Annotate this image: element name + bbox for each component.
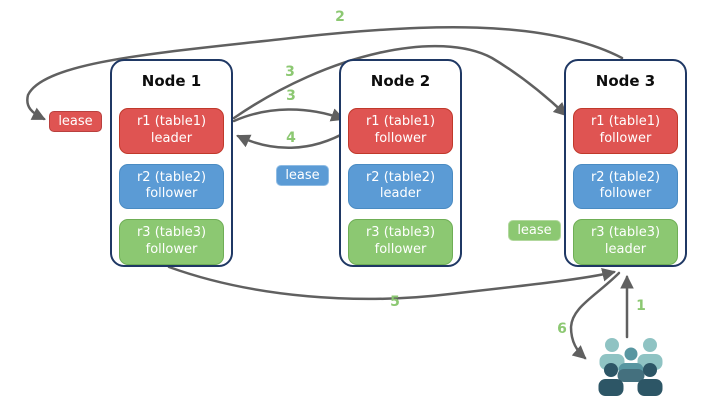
replica-name: r2 (table2)	[365, 169, 436, 185]
replica-node1-r2: r2 (table2) follower	[119, 163, 224, 210]
replica-name: r2 (table2)	[590, 169, 661, 185]
replica-name: r1 (table1)	[365, 113, 436, 129]
step-label-4: 4	[286, 130, 296, 146]
node-title: Node 3	[595, 72, 656, 90]
lease-badge-table1: lease	[49, 111, 102, 132]
lease-badge-table3: lease	[508, 220, 561, 241]
replica-name: r3 (table3)	[590, 225, 661, 241]
step-label-6: 6	[557, 321, 567, 337]
replica-name: r1 (table1)	[590, 113, 661, 129]
replica-node3-r2: r2 (table2) follower	[573, 163, 678, 210]
arrow-step-6-node3-to-users	[569, 271, 621, 360]
replica-node3-r3: r3 (table3) leader	[573, 219, 678, 265]
arrow-step-3-leader-to-node2	[232, 108, 345, 123]
node-title: Node 1	[141, 72, 202, 90]
replica-node2-r2: r2 (table2) leader	[348, 163, 453, 210]
replica-node1-r3: r3 (table3) follower	[119, 219, 224, 265]
replica-role: leader	[604, 242, 647, 258]
replica-name: r1 (table1)	[136, 113, 207, 129]
replica-role: follower	[145, 186, 198, 202]
replica-role: follower	[145, 242, 198, 258]
replica-role: follower	[374, 242, 427, 258]
replica-name: r2 (table2)	[136, 169, 207, 185]
replica-role: leader	[150, 130, 193, 146]
users-group-icon	[598, 338, 663, 396]
node-2-card: Node 2 r1 (table1) follower r2 (table2) …	[339, 59, 462, 267]
replica-node3-r1: r1 (table1) follower	[573, 107, 678, 154]
node-1-card: Node 1 r1 (table1) leader r2 (table2) fo…	[110, 59, 233, 267]
step-label-2: 2	[335, 9, 345, 25]
replica-role: follower	[374, 130, 427, 146]
replica-name: r3 (table3)	[136, 225, 207, 241]
replica-role: follower	[599, 130, 652, 146]
replica-node2-r3: r3 (table3) follower	[348, 219, 453, 265]
node-3-card: Node 3 r1 (table1) follower r2 (table2) …	[564, 59, 687, 267]
step-label-3b: 3	[286, 88, 296, 104]
step-label-5: 5	[390, 294, 400, 310]
replica-role: follower	[599, 186, 652, 202]
lease-badge-table2: lease	[276, 165, 329, 186]
node-title: Node 2	[370, 72, 431, 90]
replica-node2-r1: r1 (table1) follower	[348, 107, 453, 154]
step-label-3a: 3	[285, 64, 295, 80]
replica-node1-r1: r1 (table1) leader	[119, 107, 224, 154]
replica-name: r3 (table3)	[365, 225, 436, 241]
step-label-1: 1	[636, 298, 646, 314]
replica-role: leader	[379, 186, 422, 202]
